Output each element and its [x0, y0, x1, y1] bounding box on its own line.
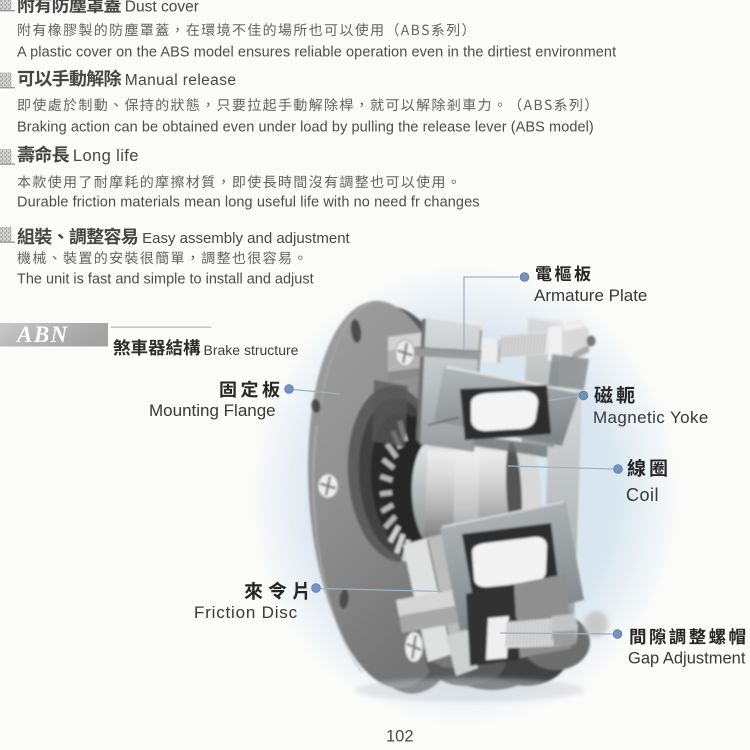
svg-text:Mounting Flange: Mounting Flange — [149, 401, 276, 420]
svg-text:A plastic cover on the ABS mod: A plastic cover on the ABS model ensures… — [17, 45, 616, 61]
svg-text:Gap Adjustment: Gap Adjustment — [628, 650, 746, 668]
svg-text:Magnetic Yoke: Magnetic Yoke — [593, 408, 709, 427]
svg-text:102: 102 — [386, 728, 414, 746]
svg-text:Brake structure: Brake structure — [204, 342, 299, 358]
svg-text:Easy assembly and adjustment: Easy assembly and adjustment — [142, 230, 350, 247]
svg-text:Coil: Coil — [626, 485, 659, 505]
svg-text:Manual release: Manual release — [125, 72, 237, 89]
svg-text:The unit is fast and simple to: The unit is fast and simple to install a… — [17, 272, 314, 288]
svg-text:Braking action can be obtained: Braking action can be obtained even unde… — [17, 120, 594, 136]
svg-text:ABN: ABN — [15, 322, 69, 347]
svg-text:Long life: Long life — [73, 147, 139, 165]
svg-text:Durable friction materials mea: Durable friction materials mean long use… — [17, 195, 480, 211]
svg-text:Friction Disc: Friction Disc — [194, 603, 298, 622]
svg-text:Armature Plate: Armature Plate — [534, 286, 647, 305]
svg-text:Dust cover: Dust cover — [125, 0, 199, 16]
